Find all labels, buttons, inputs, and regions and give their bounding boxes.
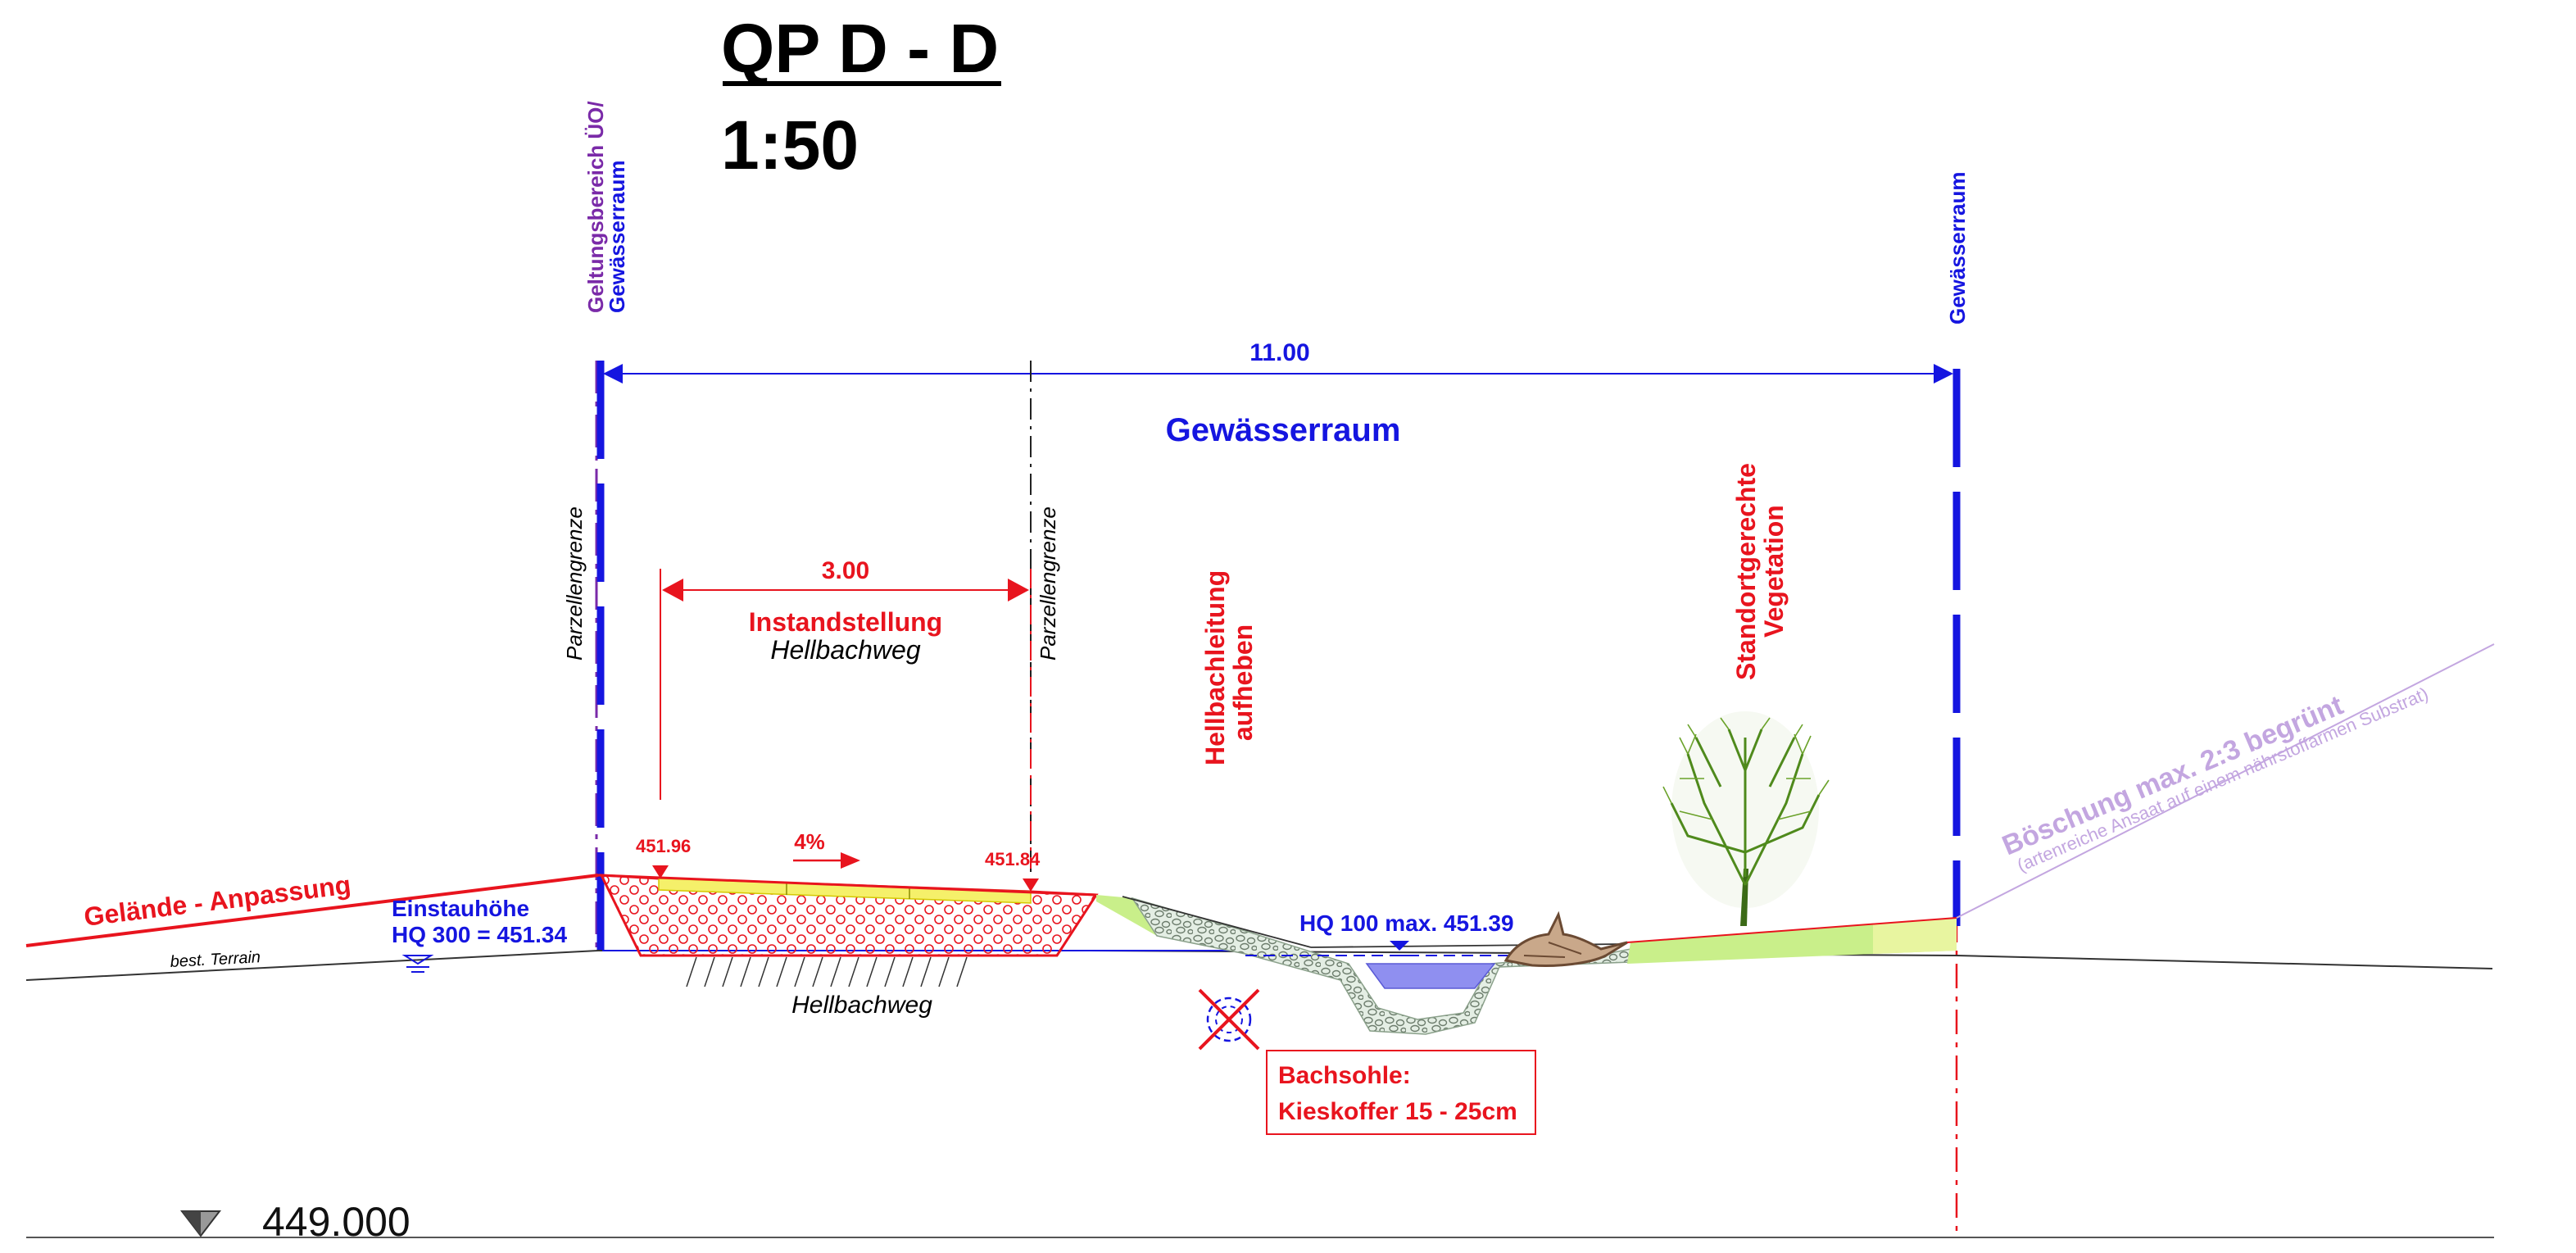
elev-marker-left bbox=[652, 865, 669, 878]
bachsohle-box bbox=[1266, 1050, 1536, 1135]
right-bank-yellow bbox=[1873, 918, 1957, 954]
boeschung-sub: (artenreiche Ansaat auf einem nährstoffa… bbox=[2014, 683, 2431, 876]
bachsohle-title: Bachsohle: bbox=[1278, 1062, 1411, 1089]
einstauhoehe-label: Einstauhöhe bbox=[392, 896, 529, 921]
hellbachweg-label: Hellbachweg bbox=[791, 992, 932, 1019]
stream-water bbox=[1365, 963, 1496, 989]
best-terrain-label: best. Terrain bbox=[170, 948, 261, 971]
slope-arrow-head bbox=[841, 852, 860, 869]
pipe-removed-icon bbox=[1198, 988, 1260, 1051]
dim-path-arrow-right bbox=[1008, 579, 1029, 602]
water-level-marker-left bbox=[401, 955, 434, 965]
gewasserraum-right-label: Gewässerraum bbox=[1945, 172, 1970, 325]
slope-line-upper bbox=[1956, 643, 2495, 919]
hellbachleitung-sub: aufheben bbox=[1228, 624, 1258, 741]
geltungsbereich-label: Geltungsbereich ÜO/ bbox=[583, 101, 608, 313]
elev-left-label: 451.96 bbox=[636, 836, 691, 856]
einstauhoehe-value: HQ 300 = 451.34 bbox=[392, 922, 567, 947]
dim-total-label: 11.00 bbox=[1249, 339, 1309, 366]
gewasserraum-left-label: Gewässerraum bbox=[605, 161, 629, 313]
instandstellung-sub: Hellbachweg bbox=[770, 635, 920, 665]
dim-total-arrow-right bbox=[1934, 364, 1953, 384]
section-title: QP D - D bbox=[721, 10, 999, 87]
right-bank-top bbox=[1626, 917, 1957, 943]
bachsohle-text: Kieskoffer 15 - 25cm bbox=[1278, 1098, 1517, 1125]
standort-label: Standortgerechte bbox=[1731, 463, 1761, 680]
parzellengrenze-mid: Parzellengrenze bbox=[1036, 506, 1060, 661]
terrain-adjust-line bbox=[25, 874, 599, 947]
ground-hatching bbox=[686, 956, 968, 987]
slope-label: 4% bbox=[794, 829, 825, 854]
elev-right-label: 451.84 bbox=[985, 849, 1041, 869]
hq100-line bbox=[1122, 896, 1312, 948]
elev-marker-right bbox=[1023, 878, 1039, 892]
hq100-label: HQ 100 max. 451.39 bbox=[1299, 910, 1514, 936]
boeschung-label: Böschung max. 2:3 begrünt bbox=[1998, 689, 2347, 861]
path-side-green bbox=[1096, 895, 1157, 936]
path-top-line bbox=[597, 874, 1097, 897]
hellbachleitung-label: Hellbachleitung bbox=[1200, 570, 1230, 765]
datum-label: 449.000 bbox=[262, 1199, 410, 1245]
dim-path-label: 3.00 bbox=[822, 557, 869, 584]
datum-marker-shade bbox=[182, 1211, 201, 1236]
standort-sub: Vegetation bbox=[1759, 505, 1789, 638]
tree-icon bbox=[1662, 711, 1830, 926]
root-stump-icon bbox=[1503, 910, 1628, 967]
hq100-marker bbox=[1390, 941, 1409, 951]
scale-label: 1:50 bbox=[721, 107, 859, 184]
instandstellung-label: Instandstellung bbox=[749, 607, 942, 637]
dim-path-arrow-left bbox=[662, 579, 683, 602]
parzellengrenze-left: Parzellengrenze bbox=[562, 506, 587, 661]
gewasserraum-main-label: Gewässerraum bbox=[1166, 412, 1401, 448]
dim-total-arrow-left bbox=[603, 364, 623, 384]
